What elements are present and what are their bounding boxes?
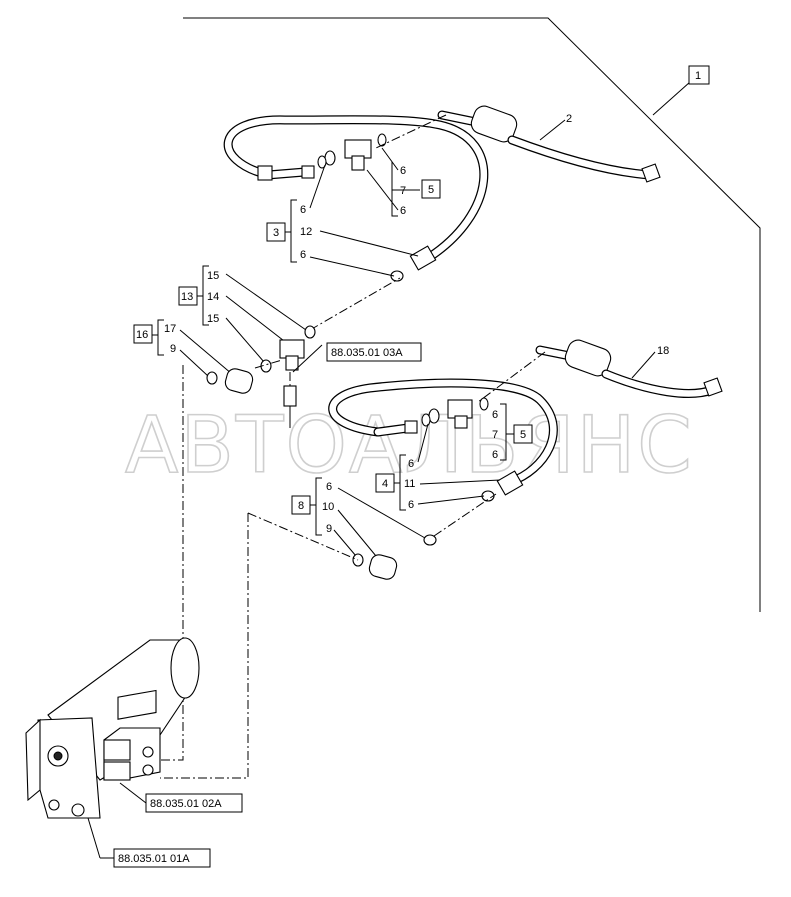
- svg-text:6: 6: [400, 165, 406, 177]
- upper-hose-assembly: [223, 105, 661, 331]
- tee-fitting-7: [344, 139, 372, 159]
- pipe-2-damper: [470, 105, 518, 143]
- ref-88-035-01-02a: 88.035.01 02A: [145, 793, 243, 813]
- callout-2: 2: [566, 113, 572, 125]
- svg-text:88.035.01 02A: 88.035.01 02A: [150, 798, 222, 810]
- svg-text:3: 3: [273, 227, 279, 239]
- leader-1: [652, 81, 691, 116]
- svg-text:6: 6: [408, 458, 414, 470]
- left-fittings: [206, 325, 323, 428]
- svg-text:13: 13: [181, 291, 193, 303]
- svg-text:16: 16: [136, 329, 148, 341]
- tee-fitting-14: [279, 339, 305, 359]
- svg-text:6: 6: [326, 481, 332, 493]
- hose-fitting-12: [409, 245, 437, 271]
- hydraulic-pump-unit: [25, 637, 200, 819]
- svg-text:6: 6: [492, 409, 498, 421]
- leader-2: [539, 119, 566, 141]
- svg-text:6: 6: [300, 249, 306, 261]
- svg-text:7: 7: [400, 185, 406, 197]
- temperature-sensor: [283, 385, 297, 407]
- svg-text:1: 1: [695, 70, 701, 82]
- callout-group-3: 3 6 12 6: [266, 164, 419, 277]
- svg-text:15: 15: [207, 313, 219, 325]
- leader-01a: [87, 817, 101, 859]
- callout-group-5-lower: 5 6 7 6: [492, 403, 533, 461]
- pipe-18-damper: [564, 339, 612, 377]
- ref-88-035-01-03a: 88.035.01 03A: [326, 342, 422, 362]
- svg-text:6: 6: [408, 499, 414, 511]
- callout-group-5-upper: 6 7 6 5: [366, 147, 441, 217]
- callout-1: 1: [688, 65, 710, 85]
- svg-text:12: 12: [300, 226, 312, 238]
- callout-group-8: 8 6 10 9: [291, 477, 426, 557]
- callout-group-13: 13 15 14 15: [178, 265, 307, 363]
- svg-text:10: 10: [322, 501, 334, 513]
- svg-text:5: 5: [520, 429, 526, 441]
- ref-88-035-01-01a: 88.035.01 01A: [113, 848, 211, 868]
- svg-text:7: 7: [492, 429, 498, 441]
- svg-text:17: 17: [164, 323, 176, 335]
- routing-line-left: [160, 365, 184, 761]
- lower-elbow-fittings: [352, 553, 398, 580]
- svg-text:9: 9: [326, 523, 332, 535]
- tee-fitting-7-lower: [447, 399, 473, 419]
- svg-text:15: 15: [207, 270, 219, 282]
- svg-text:4: 4: [382, 478, 388, 490]
- callout-group-4: 4 6 11 6: [375, 423, 501, 511]
- elbow-fitting-17: [224, 368, 254, 394]
- elbow-fitting-10: [368, 554, 398, 580]
- hose-end-fitting: [257, 165, 273, 181]
- callout-18: 18: [657, 345, 669, 357]
- leader-18: [631, 351, 656, 379]
- svg-text:88.035.01 03A: 88.035.01 03A: [331, 347, 403, 359]
- hose-fitting-11: [496, 470, 524, 496]
- svg-text:5: 5: [428, 184, 434, 196]
- routing-line-right: [160, 513, 249, 779]
- svg-text:6: 6: [300, 204, 306, 216]
- svg-text:6: 6: [400, 205, 406, 217]
- svg-text:9: 9: [170, 343, 176, 355]
- assembly-bracket-line: [183, 17, 761, 612]
- watermark-text: АВТОАЛЬЯНС: [125, 401, 694, 491]
- svg-text:6: 6: [492, 449, 498, 461]
- leader-02a: [119, 782, 147, 804]
- svg-text:14: 14: [207, 291, 219, 303]
- svg-text:88.035.01 01A: 88.035.01 01A: [118, 853, 190, 865]
- callout-group-16: 16 17 9: [133, 319, 233, 377]
- svg-text:8: 8: [298, 500, 304, 512]
- svg-text:11: 11: [404, 478, 415, 490]
- lower-hose-assembly: [328, 339, 723, 546]
